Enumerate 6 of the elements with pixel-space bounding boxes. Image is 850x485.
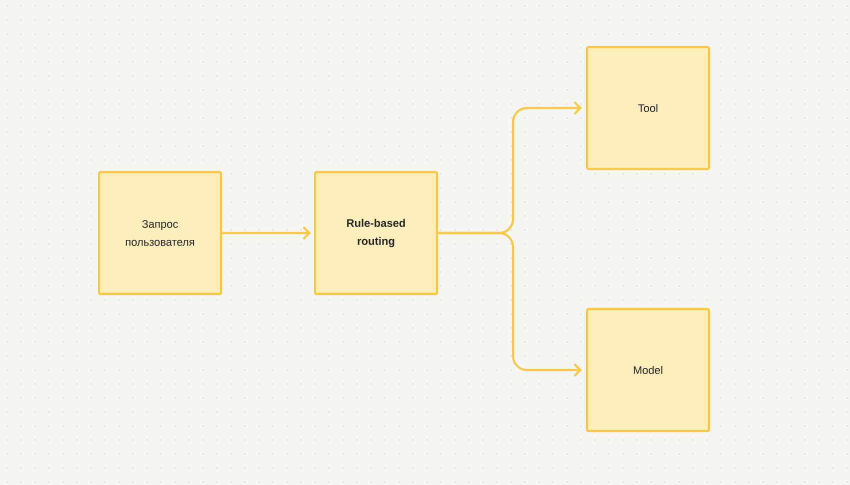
process-box: Tool — [586, 46, 710, 170]
arrow — [437, 232, 582, 377]
process-box: Rule-based routing — [314, 170, 438, 296]
arrow — [221, 226, 311, 240]
process-box: Запрос пользователя — [98, 170, 222, 296]
process-box: Model — [586, 308, 710, 432]
